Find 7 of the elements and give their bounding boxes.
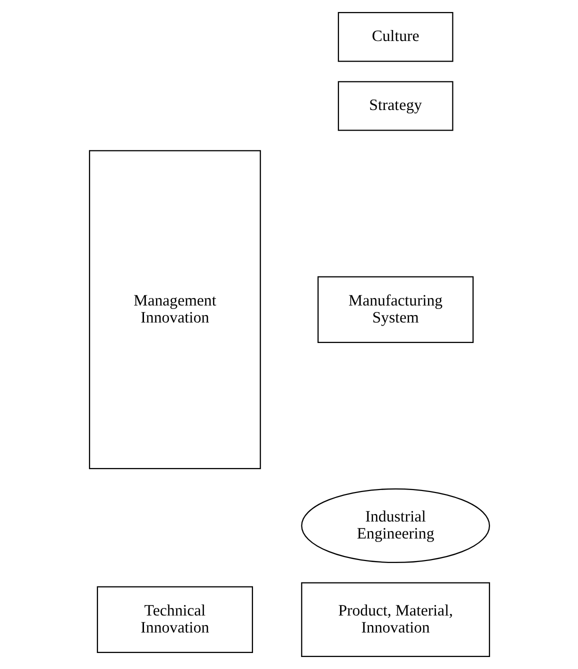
node-box: Manufacturing System [317, 276, 474, 343]
node-box: Technical Innovation [96, 586, 252, 653]
node-box: Product, Material, Innovation [300, 582, 490, 657]
node-ellipse: Industrial Engineering [300, 488, 490, 564]
node-box: Strategy [337, 81, 453, 131]
node-box: Management Innovation [88, 150, 260, 470]
node-box: Culture [337, 12, 453, 62]
